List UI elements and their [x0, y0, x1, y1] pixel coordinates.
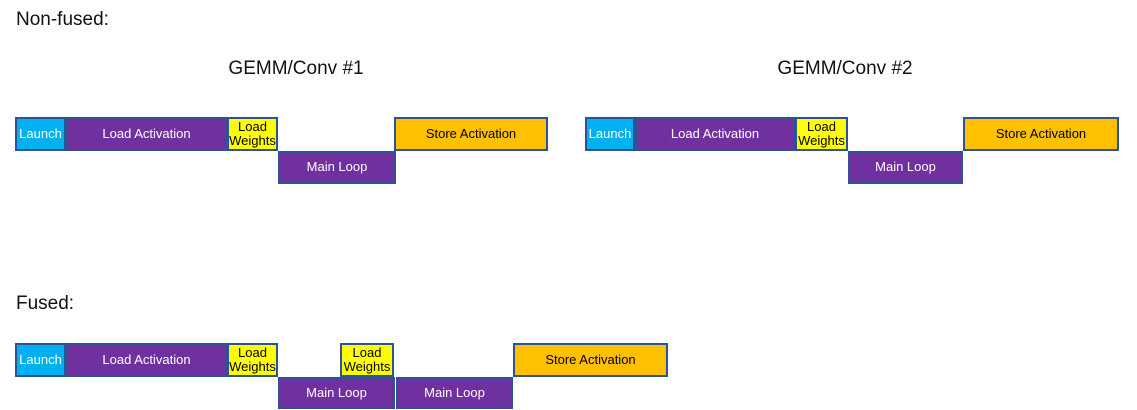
fused-load-weights-1: Load Weights	[227, 343, 278, 377]
nonfused2-load-activation: Load Activation	[635, 117, 795, 151]
nonfused1-load-activation: Load Activation	[66, 117, 227, 151]
fused-load-weights-2: Load Weights	[340, 343, 394, 377]
fused-store-activation: Store Activation	[513, 343, 668, 377]
fused-load-activation: Load Activation	[66, 343, 227, 377]
fused-main-loop-1: Main Loop	[278, 377, 395, 409]
section-label-fused: Fused:	[16, 293, 75, 314]
nonfused1-launch: Launch	[15, 117, 66, 151]
nonfused1-main-loop: Main Loop	[278, 151, 396, 184]
fused-launch: Launch	[15, 343, 66, 377]
nonfused2-store-activation: Store Activation	[963, 117, 1119, 151]
nonfused2-main-loop: Main Loop	[848, 151, 963, 184]
nonfused2-load-weights: Load Weights	[795, 117, 848, 151]
group-title-gemm-conv-1: GEMM/Conv #1	[228, 58, 364, 79]
group-title-gemm-conv-2: GEMM/Conv #2	[777, 58, 913, 79]
section-label-non-fused: Non-fused:	[16, 9, 109, 30]
fused-main-loop-2: Main Loop	[396, 377, 513, 409]
nonfused2-launch: Launch	[585, 117, 635, 151]
nonfused1-load-weights: Load Weights	[227, 117, 278, 151]
nonfused1-store-activation: Store Activation	[394, 117, 548, 151]
